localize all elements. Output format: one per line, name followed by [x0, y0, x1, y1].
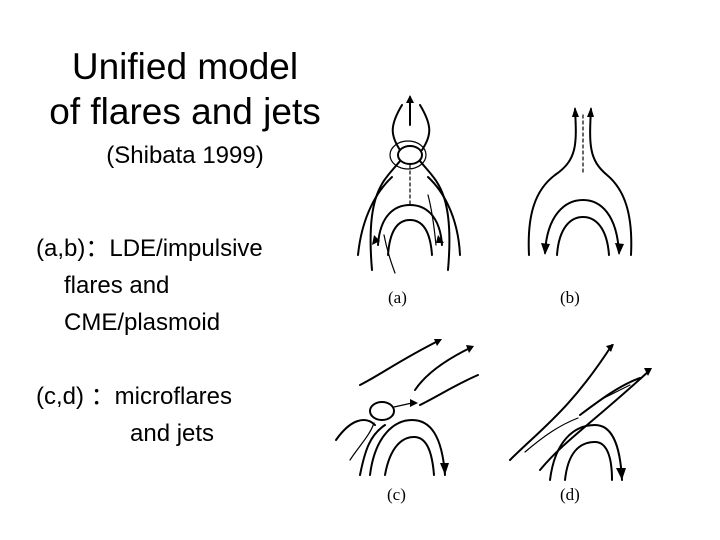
description-cd: (c,d) ：microflares and jets [36, 378, 232, 452]
panel-c-diagram [335, 339, 479, 476]
panel-b: (b) [525, 105, 635, 307]
panel-c-label: (c) [387, 485, 406, 504]
description-ab-line-1: LDE/impulsive [109, 235, 263, 262]
panel-a-label: (a) [388, 288, 407, 307]
panel-d: (d) [500, 340, 660, 504]
description-ab-line-2: flares and [64, 272, 170, 299]
panel-b-diagram [527, 107, 633, 256]
description-ab-line-3: CME/plasmoid [64, 309, 221, 336]
title-line-1: Unified model [71, 46, 299, 87]
title-line-2: of flares and jets [49, 91, 321, 132]
description-ab: (a,b)：LDE/impulsive flares and CME/plasm… [36, 230, 263, 341]
panel-c: (c) [330, 335, 480, 504]
panel-a-diagram [357, 95, 461, 274]
citation: (Shibata 1999) [106, 142, 264, 169]
panel-d-diagram [509, 344, 652, 481]
panel-a: (a) [350, 95, 461, 307]
description-cd-line-2: and jets [130, 420, 215, 447]
panel-d-label: (d) [560, 485, 580, 504]
description-cd-line-1: microflares [114, 383, 233, 410]
slide-title: Unified model of flares and jets [20, 44, 350, 134]
panel-b-label: (b) [560, 288, 580, 307]
description-cd-key: (c,d) ： [36, 383, 115, 410]
description-ab-key: (a,b)： [36, 235, 110, 262]
